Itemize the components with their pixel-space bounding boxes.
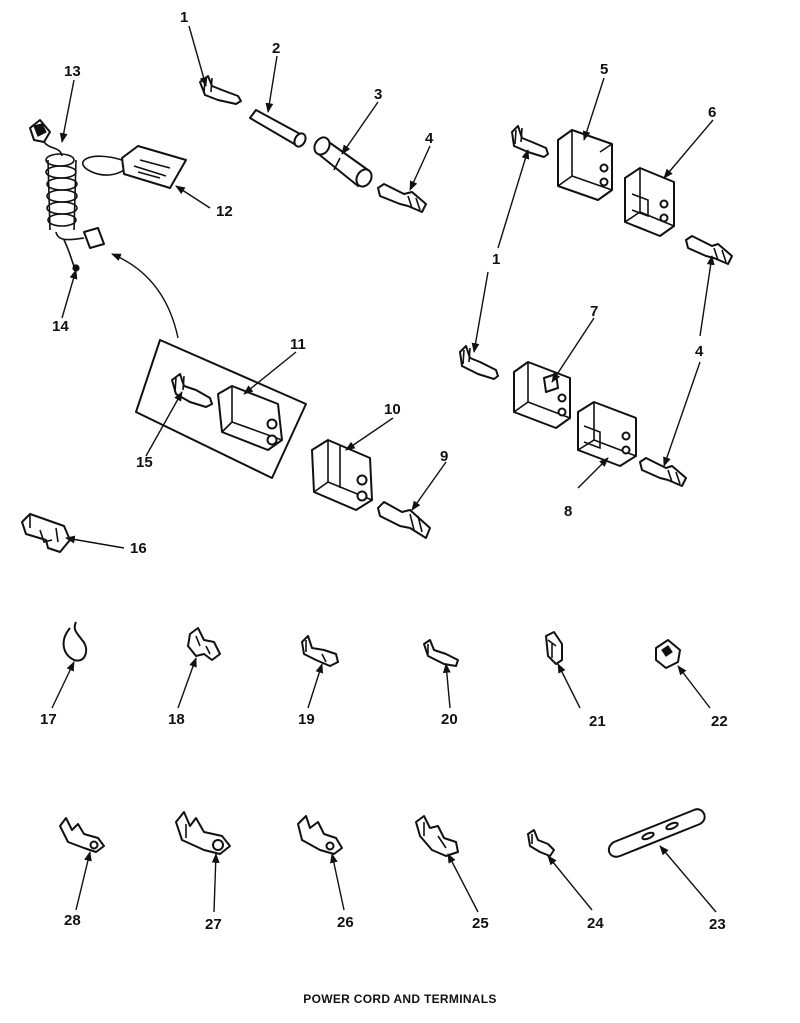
callout-21: 21 [589, 713, 606, 730]
part-20-terminal [423, 639, 459, 667]
callout-27: 27 [205, 916, 222, 933]
callout-9: 9 [440, 448, 448, 465]
callout-6: 6 [708, 104, 716, 121]
part-24-terminal [527, 829, 555, 857]
part-9-terminal [377, 501, 431, 539]
callout-12: 12 [216, 203, 233, 220]
part-22-terminal [655, 639, 681, 669]
callout-24: 24 [587, 915, 604, 932]
callout-22: 22 [711, 713, 728, 730]
part-6-housing [624, 167, 675, 237]
callout-10: 10 [384, 401, 401, 418]
callout-2: 2 [272, 40, 280, 57]
callout-28: 28 [64, 912, 81, 929]
part-15-terminal [171, 373, 213, 408]
callout-14: 14 [52, 318, 69, 335]
part-25-terminal [415, 815, 459, 857]
callout-3: 3 [374, 86, 382, 103]
part-4-terminal-top [377, 183, 427, 213]
part-1-terminal-lower [459, 345, 499, 380]
callout-1-right: 1 [492, 251, 500, 268]
part-27-ring-terminal [175, 811, 231, 855]
part-16-bracket [21, 513, 71, 553]
part-1-terminal-top [199, 75, 242, 105]
callout-7: 7 [590, 303, 598, 320]
callout-16: 16 [130, 540, 147, 557]
callout-4-top: 4 [425, 130, 434, 147]
part-7-housing [513, 361, 571, 429]
part-28-ring-terminal [59, 817, 105, 853]
callout-17: 17 [40, 711, 57, 728]
callout-23: 23 [709, 916, 726, 933]
callout-15: 15 [136, 454, 153, 471]
callout-labels: 1 2 3 4 5 6 1 4 7 8 9 10 11 12 13 14 15 … [40, 9, 728, 933]
part-23-link-strip [607, 808, 706, 858]
callout-5: 5 [600, 61, 608, 78]
part-1-terminal-right [511, 125, 549, 158]
callout-25: 25 [472, 915, 489, 932]
callout-4-right: 4 [695, 343, 704, 360]
callout-26: 26 [337, 914, 354, 931]
part-11-housing [217, 385, 283, 451]
part-2-sleeve [249, 109, 307, 148]
part-18-terminal [187, 627, 221, 661]
part-12-tag [81, 145, 187, 189]
leader-lines [51, 25, 717, 913]
callout-18: 18 [168, 711, 185, 728]
callout-1-top: 1 [180, 9, 188, 26]
callout-8: 8 [564, 503, 572, 520]
callout-19: 19 [298, 711, 315, 728]
part-13-power-cord [29, 119, 105, 272]
part-4-terminal-lower [639, 457, 687, 487]
part-8-housing [577, 401, 637, 467]
callout-11: 11 [290, 336, 306, 353]
part-10-housing [311, 439, 373, 511]
part-3-insulator [313, 136, 373, 188]
part-19-terminal [301, 635, 339, 667]
part-26-ring-terminal [297, 815, 343, 855]
callout-13: 13 [64, 63, 81, 80]
part-17-clip [62, 621, 88, 662]
part-4-terminal-right [685, 235, 733, 265]
callout-20: 20 [441, 711, 458, 728]
diagram-caption: POWER CORD AND TERMINALS [303, 992, 497, 1006]
part-5-housing [557, 129, 613, 201]
part-21-terminal [545, 631, 563, 665]
